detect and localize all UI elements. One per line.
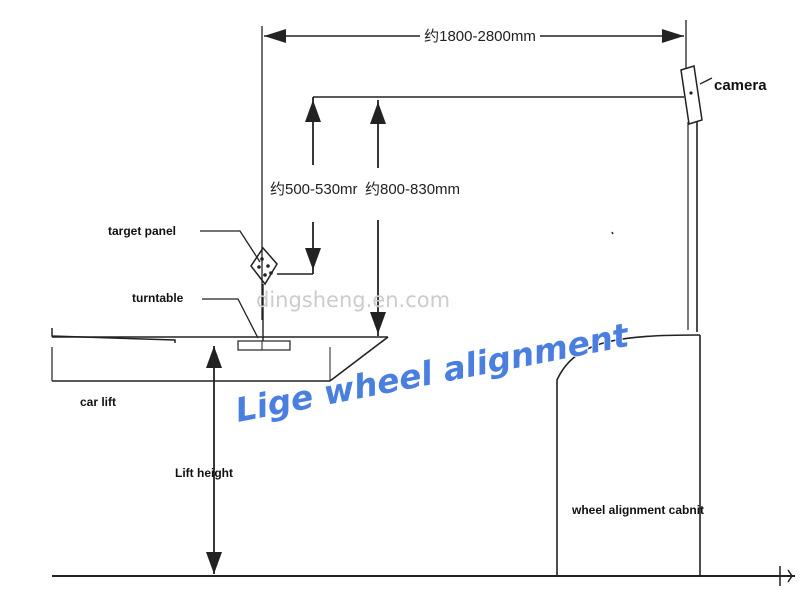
car-lift-platform <box>51 328 389 382</box>
camera-height-label: 约800-830mm <box>365 181 460 198</box>
width-dimension-label: 约1800-2800mm <box>424 28 536 45</box>
brand-watermark: Lige wheel alignment <box>232 315 633 430</box>
turntable-label: turntable <box>132 291 184 305</box>
turntable <box>237 340 291 351</box>
lift-height-label: Lift height <box>175 466 233 480</box>
camera-post <box>687 120 698 332</box>
target-height-label: 约500-530mr <box>270 181 358 198</box>
lift-height-dimension <box>206 346 222 574</box>
ground-line <box>52 566 795 586</box>
width-dimension <box>261 20 687 320</box>
label-leaders <box>200 230 261 339</box>
target-panel-label: target panel <box>108 224 176 238</box>
camera-icon <box>680 65 703 125</box>
speck <box>611 231 614 235</box>
wheel-alignment-cabinet <box>556 334 701 576</box>
target-camera-dimension <box>305 97 321 274</box>
camera-label: camera <box>714 77 767 94</box>
site-watermark: dingsheng.en.com <box>256 288 450 312</box>
car-lift-label: car lift <box>80 395 116 409</box>
camera-leader <box>699 77 713 85</box>
cabinet-label: wheel alignment cabnit <box>571 503 704 517</box>
platform-camera-dimension <box>370 100 386 336</box>
